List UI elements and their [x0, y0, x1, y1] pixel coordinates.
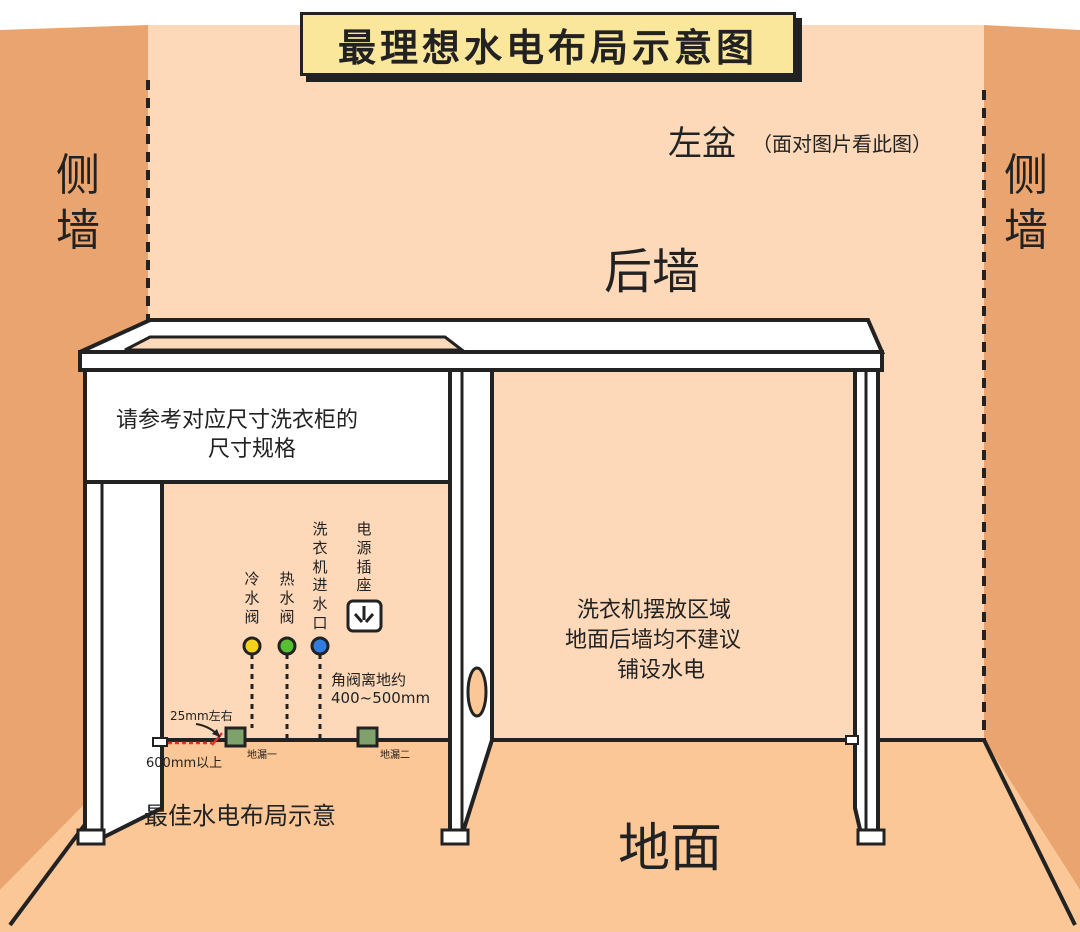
countertop-front — [78, 350, 884, 372]
cold-valve-dot — [242, 636, 262, 656]
hot-valve-dot — [277, 636, 297, 656]
middle-panel — [448, 368, 494, 837]
right-back-foot — [845, 735, 859, 745]
back-wall-label: 后墙 — [604, 244, 701, 300]
washer-area-line1: 洗衣机摆放区域 — [577, 598, 732, 623]
right-foot — [856, 828, 886, 846]
middle-foot — [440, 828, 470, 846]
side-wall-right-label: 侧墙 — [1004, 150, 1048, 256]
power-socket-label: 电源插座 — [356, 520, 372, 595]
cabinet-note-line1: 请参考对应尺寸洗衣柜的 — [116, 408, 359, 433]
floor-drain-2-icon — [356, 726, 379, 748]
washer-area-line3: 铺设水电 — [617, 658, 706, 683]
floor-label: 地面 — [618, 819, 723, 879]
washer-area-line2: 地面后墙均不建议 — [565, 628, 742, 653]
cold-valve-label: 冷水阀 — [244, 570, 260, 626]
cabinet-note-line2: 尺寸规格 — [208, 437, 297, 462]
left-basin-label: 左盆 — [668, 124, 736, 164]
valve-height-line1: 角阀离地约 — [331, 671, 407, 689]
washer-inlet-dot — [310, 636, 330, 656]
hot-valve-label: 热水阀 — [279, 570, 295, 626]
dim-25mm-label: 25mm左右 — [170, 709, 233, 723]
best-layout-label: 最佳水电布局示意 — [144, 802, 336, 830]
floor — [0, 740, 1080, 932]
floor-drain-1-icon — [224, 726, 247, 748]
side-wall-left-label: 侧墙 — [56, 150, 100, 256]
dim-600mm-label: 600mm以上 — [146, 756, 223, 771]
right-side-wall — [984, 25, 1080, 890]
floor-right-edge — [982, 739, 1077, 926]
door-handle — [466, 666, 488, 718]
left-back-foot — [152, 737, 168, 747]
valve-height-line2: 400~500mm — [331, 689, 431, 707]
left-side-panel — [83, 480, 164, 840]
floor-drain-1-label: 地漏一 — [247, 750, 277, 761]
dim-600mm-tick — [211, 732, 223, 746]
page-title: 最理想水电布局示意图 — [337, 25, 758, 70]
title-banner: 最理想水电布局示意图 — [300, 12, 796, 76]
left-basin-note: （面对图片看此图） — [752, 132, 932, 156]
left-foot — [76, 828, 106, 846]
sink-basin — [124, 335, 467, 352]
power-socket-icon — [346, 599, 383, 633]
floor-drain-2-label: 地漏二 — [380, 750, 410, 761]
dim-25mm-arrowhead — [212, 729, 220, 737]
washer-inlet-label: 洗衣机进水口 — [312, 520, 328, 632]
